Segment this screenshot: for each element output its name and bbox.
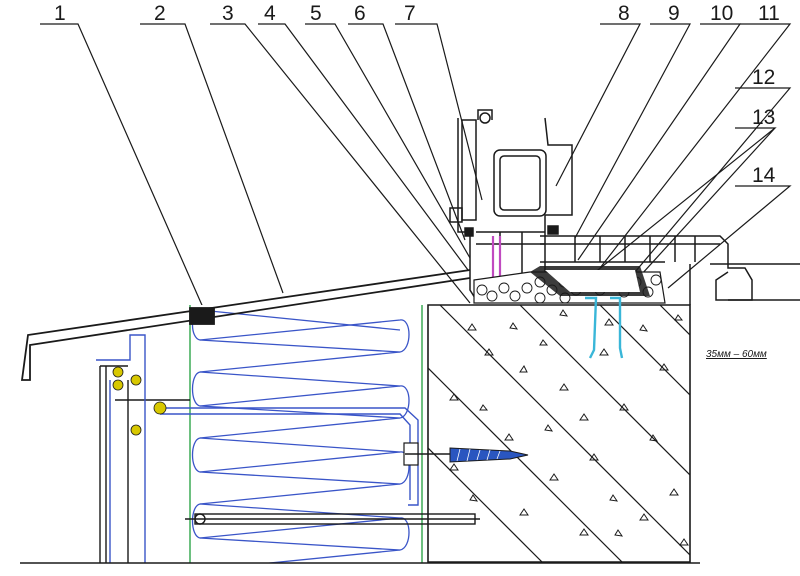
thermal-insulation: [189, 305, 423, 563]
callout-11: 11: [758, 2, 780, 25]
outer-sill-flashing: [20, 269, 471, 381]
seal-block: [189, 307, 215, 325]
callout-3: 3: [222, 2, 234, 25]
frame-screw: [491, 236, 502, 282]
callout-7: 7: [404, 2, 416, 25]
concrete-aggregate: [449, 309, 689, 546]
callout-12: 12: [752, 66, 775, 89]
mounting-foam: [473, 266, 666, 304]
sill-screws: [585, 296, 624, 359]
dowel-bolt: [185, 513, 480, 525]
callout-14: 14: [752, 164, 776, 187]
callout-4: 4: [264, 2, 276, 25]
callout-5: 5: [310, 2, 322, 25]
callout-labels: 1 2 3 4 5 6 7 8 9 10 11 12 13 14: [54, 2, 780, 187]
callout-13: 13: [752, 106, 775, 129]
callout-9: 9: [668, 2, 680, 25]
callout-1: 1: [54, 2, 66, 25]
fastener-points: [112, 366, 167, 436]
concrete-wall: [427, 304, 691, 563]
dimension-note: 35мм – 60мм: [706, 349, 767, 360]
facade-subframe: [99, 365, 190, 563]
callout-2: 2: [154, 2, 166, 25]
callout-10: 10: [710, 2, 733, 25]
callout-6: 6: [354, 2, 366, 25]
callout-8: 8: [618, 2, 630, 25]
inner-window-sill: [540, 235, 800, 305]
anchor-bolt: [403, 442, 529, 466]
callout-leaders: [40, 23, 792, 313]
